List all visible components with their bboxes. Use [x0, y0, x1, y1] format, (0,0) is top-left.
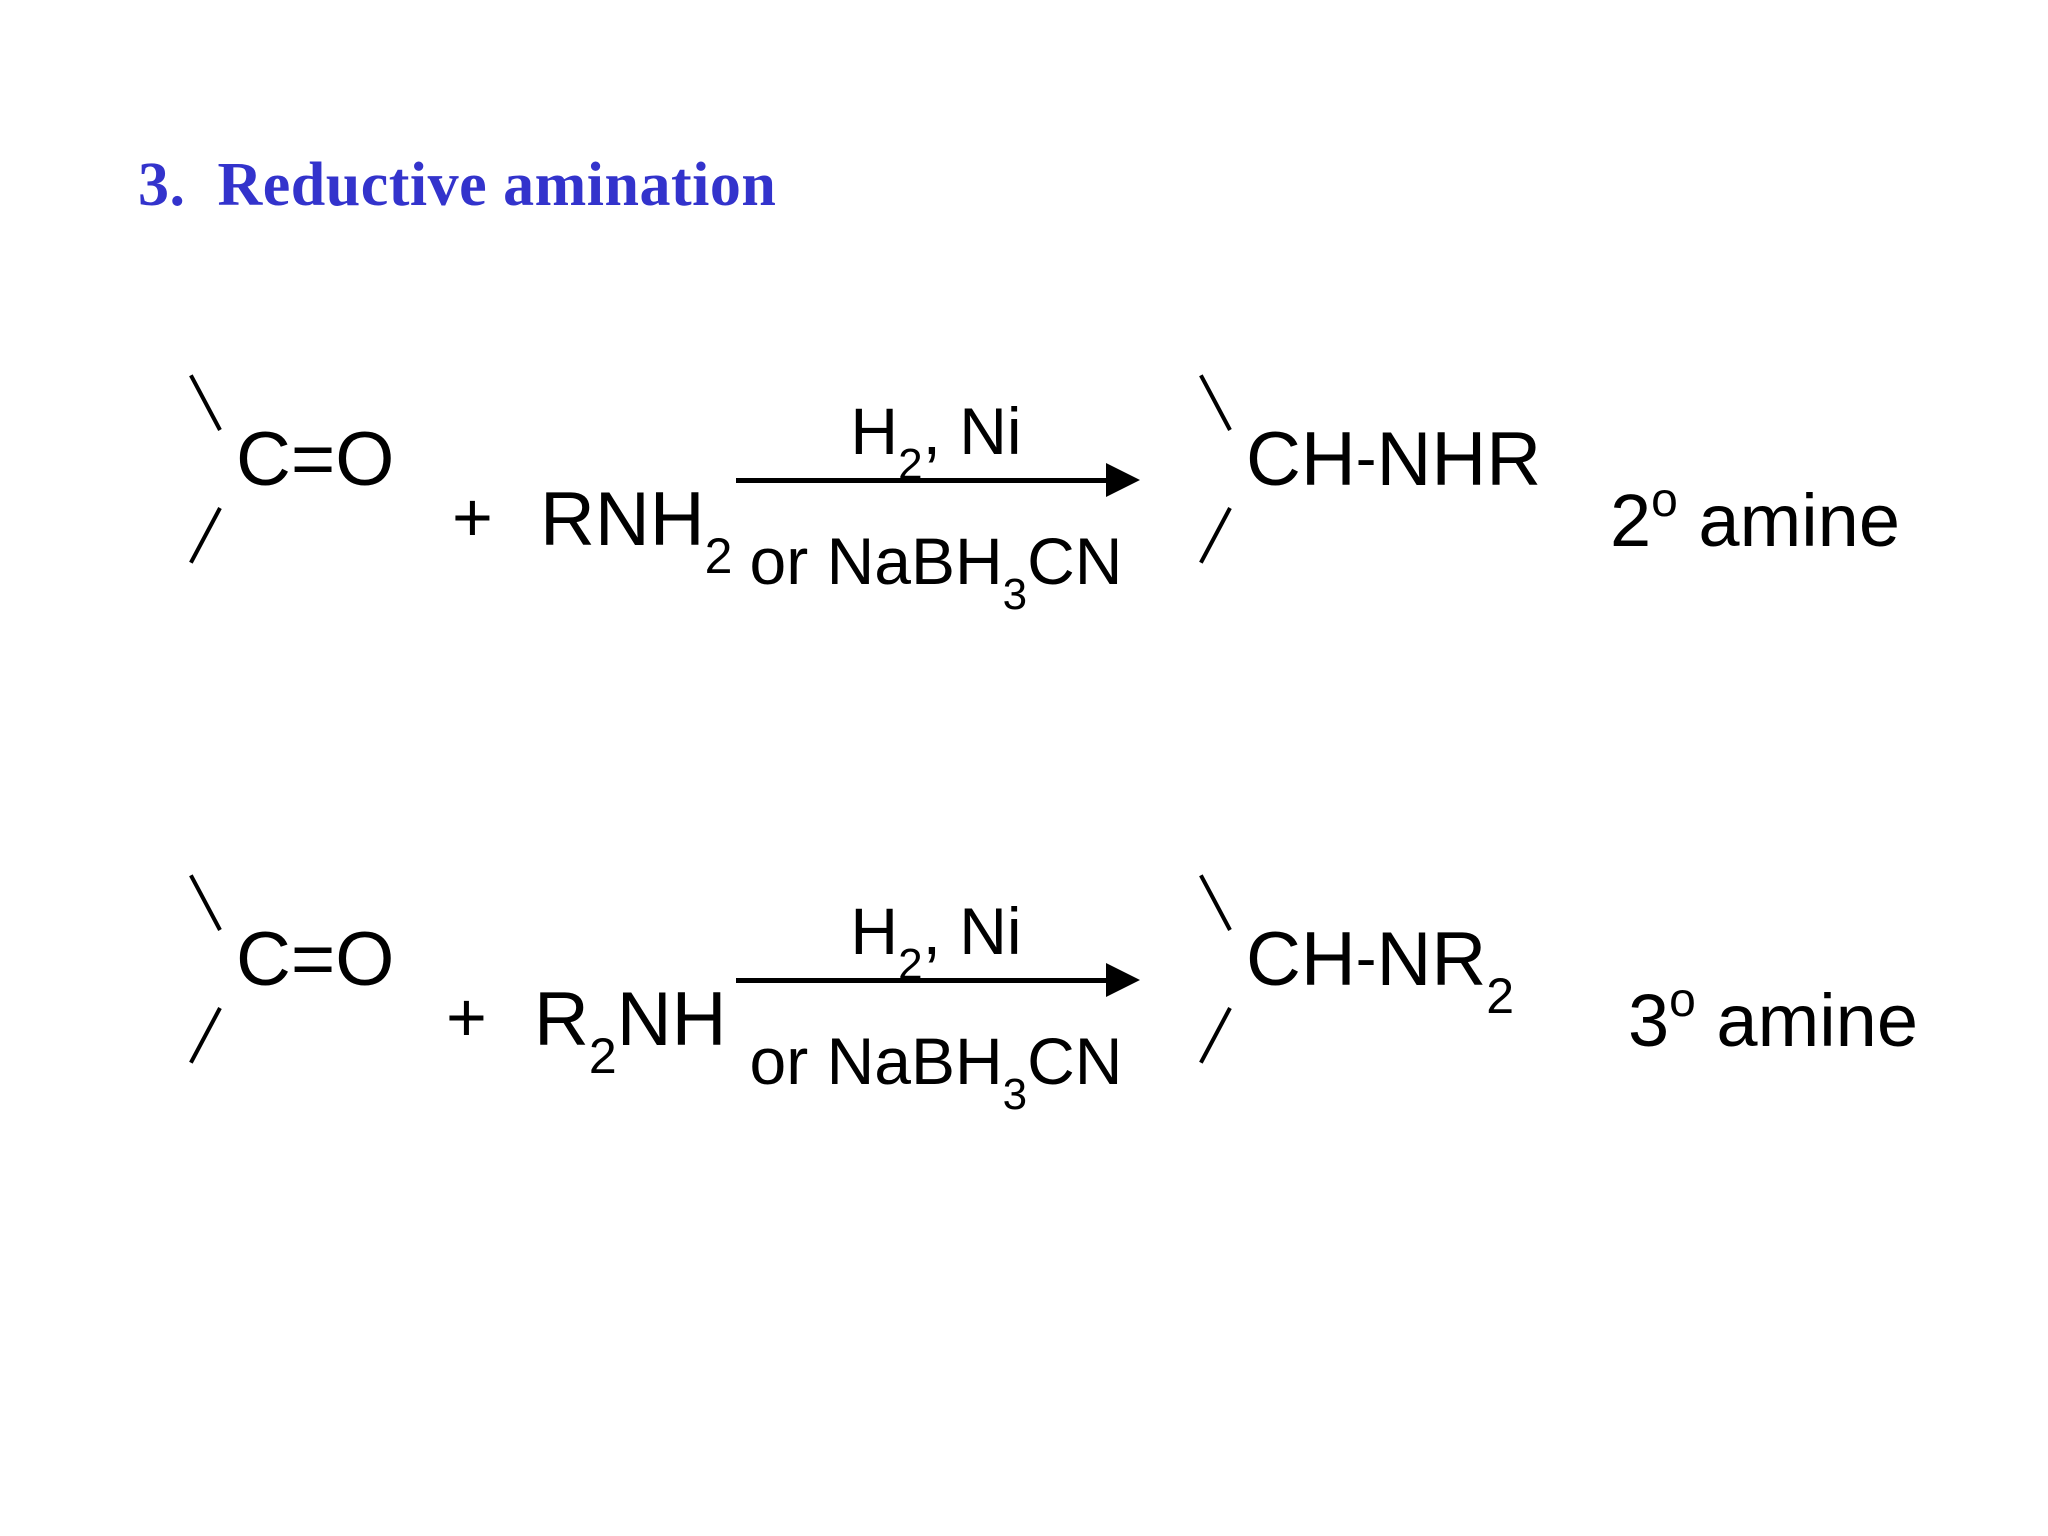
arrow-above-tail-2: , Ni: [922, 894, 1022, 968]
substrate-carbon-1: C: [236, 417, 291, 502]
bond-lower-icon: [1199, 1007, 1232, 1064]
reagent-subscript-2: 2: [588, 1028, 617, 1085]
substrate-oxygen-2: O: [335, 917, 395, 1002]
amine-class-word-1: amine: [1677, 479, 1900, 562]
arrow-right-icon: [736, 978, 1130, 983]
product-bond-dash-1: -: [1355, 424, 1377, 493]
product-main-2: CH: [1246, 917, 1356, 1002]
bond-upper-icon: [1199, 374, 1232, 431]
reagent-main-1: RNH: [540, 477, 705, 562]
bond-lower-icon: [1199, 507, 1232, 564]
substrate-carbon-2: C: [236, 917, 291, 1002]
arrow-below-label-1: or NaBH3CN: [736, 528, 1136, 617]
plus-sign-1: +: [452, 478, 493, 556]
arrow-below-tail-2: CN: [1027, 1024, 1123, 1098]
bond-upper-icon: [1199, 874, 1232, 931]
reaction-row-1: C=O + RNH2 H2, Ni or NaBH3CN CH-NHR 2o a…: [0, 360, 2048, 620]
arrow-above-main-2: H: [850, 894, 899, 968]
arrow-below-tail-1: CN: [1027, 524, 1123, 598]
product-main-1: CH: [1246, 417, 1356, 502]
arrow-head-icon: [1106, 463, 1140, 497]
arrow-below-subscript-1: 3: [1002, 570, 1028, 620]
arrow-below-subscript-2: 3: [1002, 1070, 1028, 1120]
product-formula-1: CH-NHR: [1246, 422, 1541, 503]
bond-upper-icon: [189, 874, 222, 931]
reagent-tail-2: NH: [616, 977, 727, 1062]
substrate-double-bond-2: =: [290, 917, 336, 1002]
amine-class-number-2: 3: [1628, 979, 1670, 1062]
degree-symbol-icon: o: [1669, 974, 1696, 1028]
arrow-head-icon: [1106, 963, 1140, 997]
bond-lower-icon: [189, 1007, 222, 1064]
product-tail-2: NR: [1376, 917, 1487, 1002]
amine-class-word-2: amine: [1695, 979, 1918, 1062]
reagent-main-2: R: [534, 977, 589, 1062]
substrate-oxygen-1: O: [335, 417, 395, 502]
degree-symbol-icon: o: [1651, 474, 1678, 528]
substrate-double-bond-1: =: [290, 417, 336, 502]
page-title: 3. Reductive amination: [138, 151, 777, 219]
product-subscript-2: 2: [1486, 968, 1515, 1025]
reagent-subscript-1: 2: [704, 528, 733, 585]
arrow-below-main-2: or NaBH: [749, 1024, 1003, 1098]
arrow-below-main-1: or NaBH: [749, 524, 1003, 598]
substrate-formula-2: C=O: [236, 922, 394, 998]
reagent-amine-1: RNH2: [540, 482, 732, 582]
product-formula-2: CH-NR2: [1246, 922, 1514, 1022]
reaction-row-2: C=O + R2NH H2, Ni or NaBH3CN CH-NR2 3o a…: [0, 860, 2048, 1120]
arrow-above-tail-1: , Ni: [922, 394, 1022, 468]
arrow-right-icon: [736, 478, 1130, 483]
arrow-above-label-1: H2, Ni: [736, 398, 1136, 487]
reaction-arrow-block-1: H2, Ni or NaBH3CN: [736, 360, 1140, 617]
bond-upper-icon: [189, 374, 222, 431]
substrate-formula-1: C=O: [236, 422, 394, 498]
product-tail-1: NHR: [1376, 417, 1542, 502]
arrow-below-label-2: or NaBH3CN: [736, 1028, 1136, 1117]
reagent-amine-2: R2NH: [534, 982, 726, 1082]
bond-lower-icon: [189, 507, 222, 564]
arrow-above-main-1: H: [850, 394, 899, 468]
arrow-above-label-2: H2, Ni: [736, 898, 1136, 987]
amine-class-label-1: 2o amine: [1610, 477, 1900, 558]
plus-sign-2: +: [446, 978, 487, 1056]
amine-class-label-2: 3o amine: [1628, 977, 1918, 1058]
reaction-arrow-block-2: H2, Ni or NaBH3CN: [736, 860, 1140, 1117]
product-bond-dash-2: -: [1355, 924, 1377, 993]
amine-class-number-1: 2: [1610, 479, 1652, 562]
